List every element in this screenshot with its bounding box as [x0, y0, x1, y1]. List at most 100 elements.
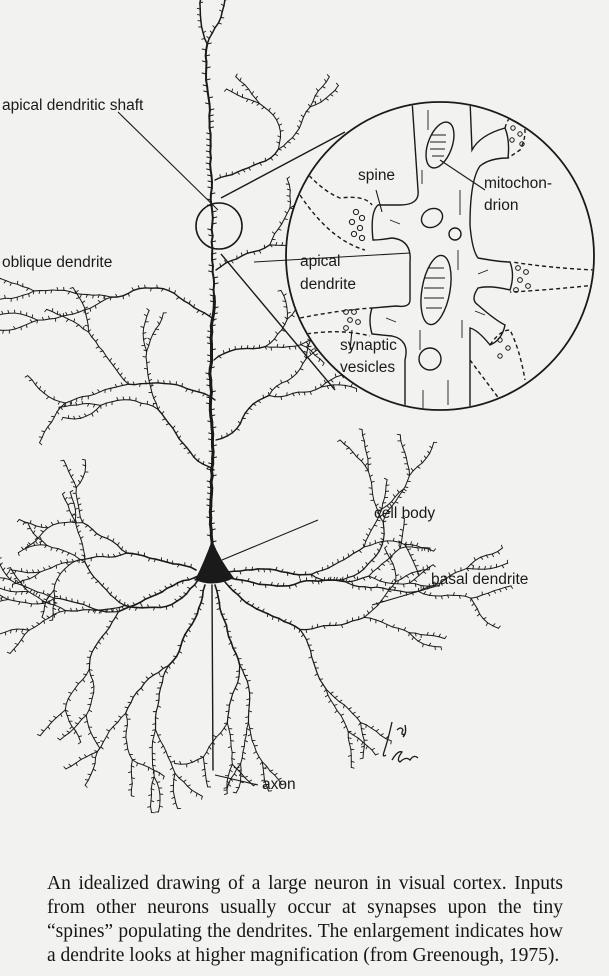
dendrite-segment: [38, 436, 43, 444]
dendrite-segment: [413, 575, 420, 581]
dendrite-segment: [55, 562, 63, 566]
dendrite-segment: [155, 403, 159, 410]
dendrite-segment: [258, 160, 267, 164]
dendrite-segment: [223, 618, 228, 626]
dendrite-segment: [341, 577, 349, 581]
label-apical-dendritic-shaft: apical dendritic shaft: [2, 97, 144, 114]
dendrite-segment: [32, 532, 38, 539]
dendrite-segment: [476, 608, 481, 615]
dendrite-segment: [372, 493, 375, 501]
dendritic-spine: [224, 88, 227, 92]
dendrite-segment: [491, 551, 499, 555]
dendrite-segment: [0, 587, 6, 591]
dendrite-segment: [269, 238, 273, 246]
dendritic-spine: [57, 737, 61, 741]
dendrite-segment: [413, 636, 419, 642]
dendrite-segment: [294, 581, 302, 586]
dendrite-segment: [202, 751, 208, 758]
dendrite-segment: [28, 287, 35, 292]
dendrite-segment: [368, 571, 374, 577]
dendrite-segment: [200, 595, 204, 604]
dendrite-segment: [178, 563, 186, 567]
dendrite-segment: [189, 566, 197, 571]
dendrite-segment: [0, 297, 6, 300]
dendrite-segment: [211, 27, 216, 34]
dendrite-segment: [42, 593, 50, 597]
dendrite-segment: [481, 592, 489, 596]
dendrite-segment: [356, 577, 364, 581]
dendrite-segment: [269, 770, 276, 776]
dendrite-segment: [56, 313, 64, 317]
dendrite-segment: [203, 762, 206, 770]
dendrite-segment: [53, 399, 61, 403]
dendrite-segment: [152, 405, 159, 410]
dendrite-segment: [172, 790, 176, 798]
dendrite-segment: [59, 610, 67, 613]
dendrite-segment: [79, 477, 84, 484]
dendritic-spine: [41, 616, 45, 620]
dendrite-segment: [485, 553, 493, 556]
dendrite-segment: [136, 687, 142, 693]
dendrite-segment: [286, 207, 291, 214]
dendrite-segment: [294, 625, 301, 631]
dendrite-segment: [220, 262, 227, 268]
dendrite-segment: [19, 601, 27, 604]
dendrite-segment: [258, 102, 265, 108]
dendrite-segment: [385, 582, 393, 584]
dendrite-segment: [334, 85, 339, 91]
dendrite-segment: [239, 417, 244, 425]
dendrite-segment: [320, 385, 328, 388]
dendrite-segment: [145, 356, 148, 364]
dendrite-segment: [187, 623, 193, 631]
dendrite-segment: [373, 499, 377, 507]
dendrite-segment: [84, 561, 89, 568]
dendritic-spine: [432, 564, 436, 568]
dendrite-segment: [191, 618, 196, 626]
dendrite-segment: [167, 756, 172, 763]
dendrite-segment: [13, 572, 18, 579]
dendrite-segment: [272, 114, 278, 121]
label-synaptic-vesicles-1: synaptic: [340, 337, 397, 354]
dendrite-segment: [20, 581, 25, 588]
dendrite-segment: [228, 585, 234, 592]
dendrite-segment: [358, 568, 365, 574]
dendrite-segment: [352, 618, 360, 622]
dendrite-segment: [381, 621, 388, 625]
dendrite-segment: [144, 596, 152, 600]
dendritic-spine: [281, 783, 285, 786]
dendrite-segment: [262, 394, 270, 399]
dendrite-segment: [247, 164, 255, 169]
dendrite-segment: [84, 557, 92, 560]
dendrite-segment: [73, 559, 81, 563]
dendrite-segment: [61, 493, 66, 501]
dendrite-segment: [157, 382, 166, 385]
dendrite-segment: [337, 559, 345, 563]
dendrite-segment: [38, 619, 45, 625]
dendrite-segment: [27, 375, 33, 381]
dendrite-segment: [106, 589, 112, 596]
dendrite-segment: [484, 568, 492, 570]
dendrite-segment: [58, 406, 66, 408]
dendrite-segment: [96, 746, 102, 753]
dendrite-segment: [12, 582, 19, 585]
dendrite-segment: [4, 577, 11, 581]
apical-shaft-segment: [204, 49, 208, 57]
dendrite-segment: [376, 586, 384, 589]
dendrite-segment: [398, 488, 405, 494]
dendrite-segment: [111, 399, 119, 403]
dendrite-segment: [117, 399, 125, 401]
dendrite-segment: [288, 583, 296, 587]
dendrite-segment: [273, 333, 279, 340]
dendrite-segment: [230, 773, 235, 780]
dendrite-segment: [310, 573, 317, 579]
dendrite-segment: [161, 675, 164, 684]
dendrite-segment: [330, 699, 335, 706]
dendrite-segment: [263, 779, 267, 786]
dendrite-segment: [346, 582, 354, 586]
dendrite-segment: [373, 519, 378, 526]
dendrite-segment: [153, 397, 157, 405]
dendrite-segment: [368, 575, 375, 579]
dendrite-segment: [395, 578, 402, 583]
dendrite-segment: [16, 283, 24, 288]
dendrite-segment: [309, 389, 317, 393]
